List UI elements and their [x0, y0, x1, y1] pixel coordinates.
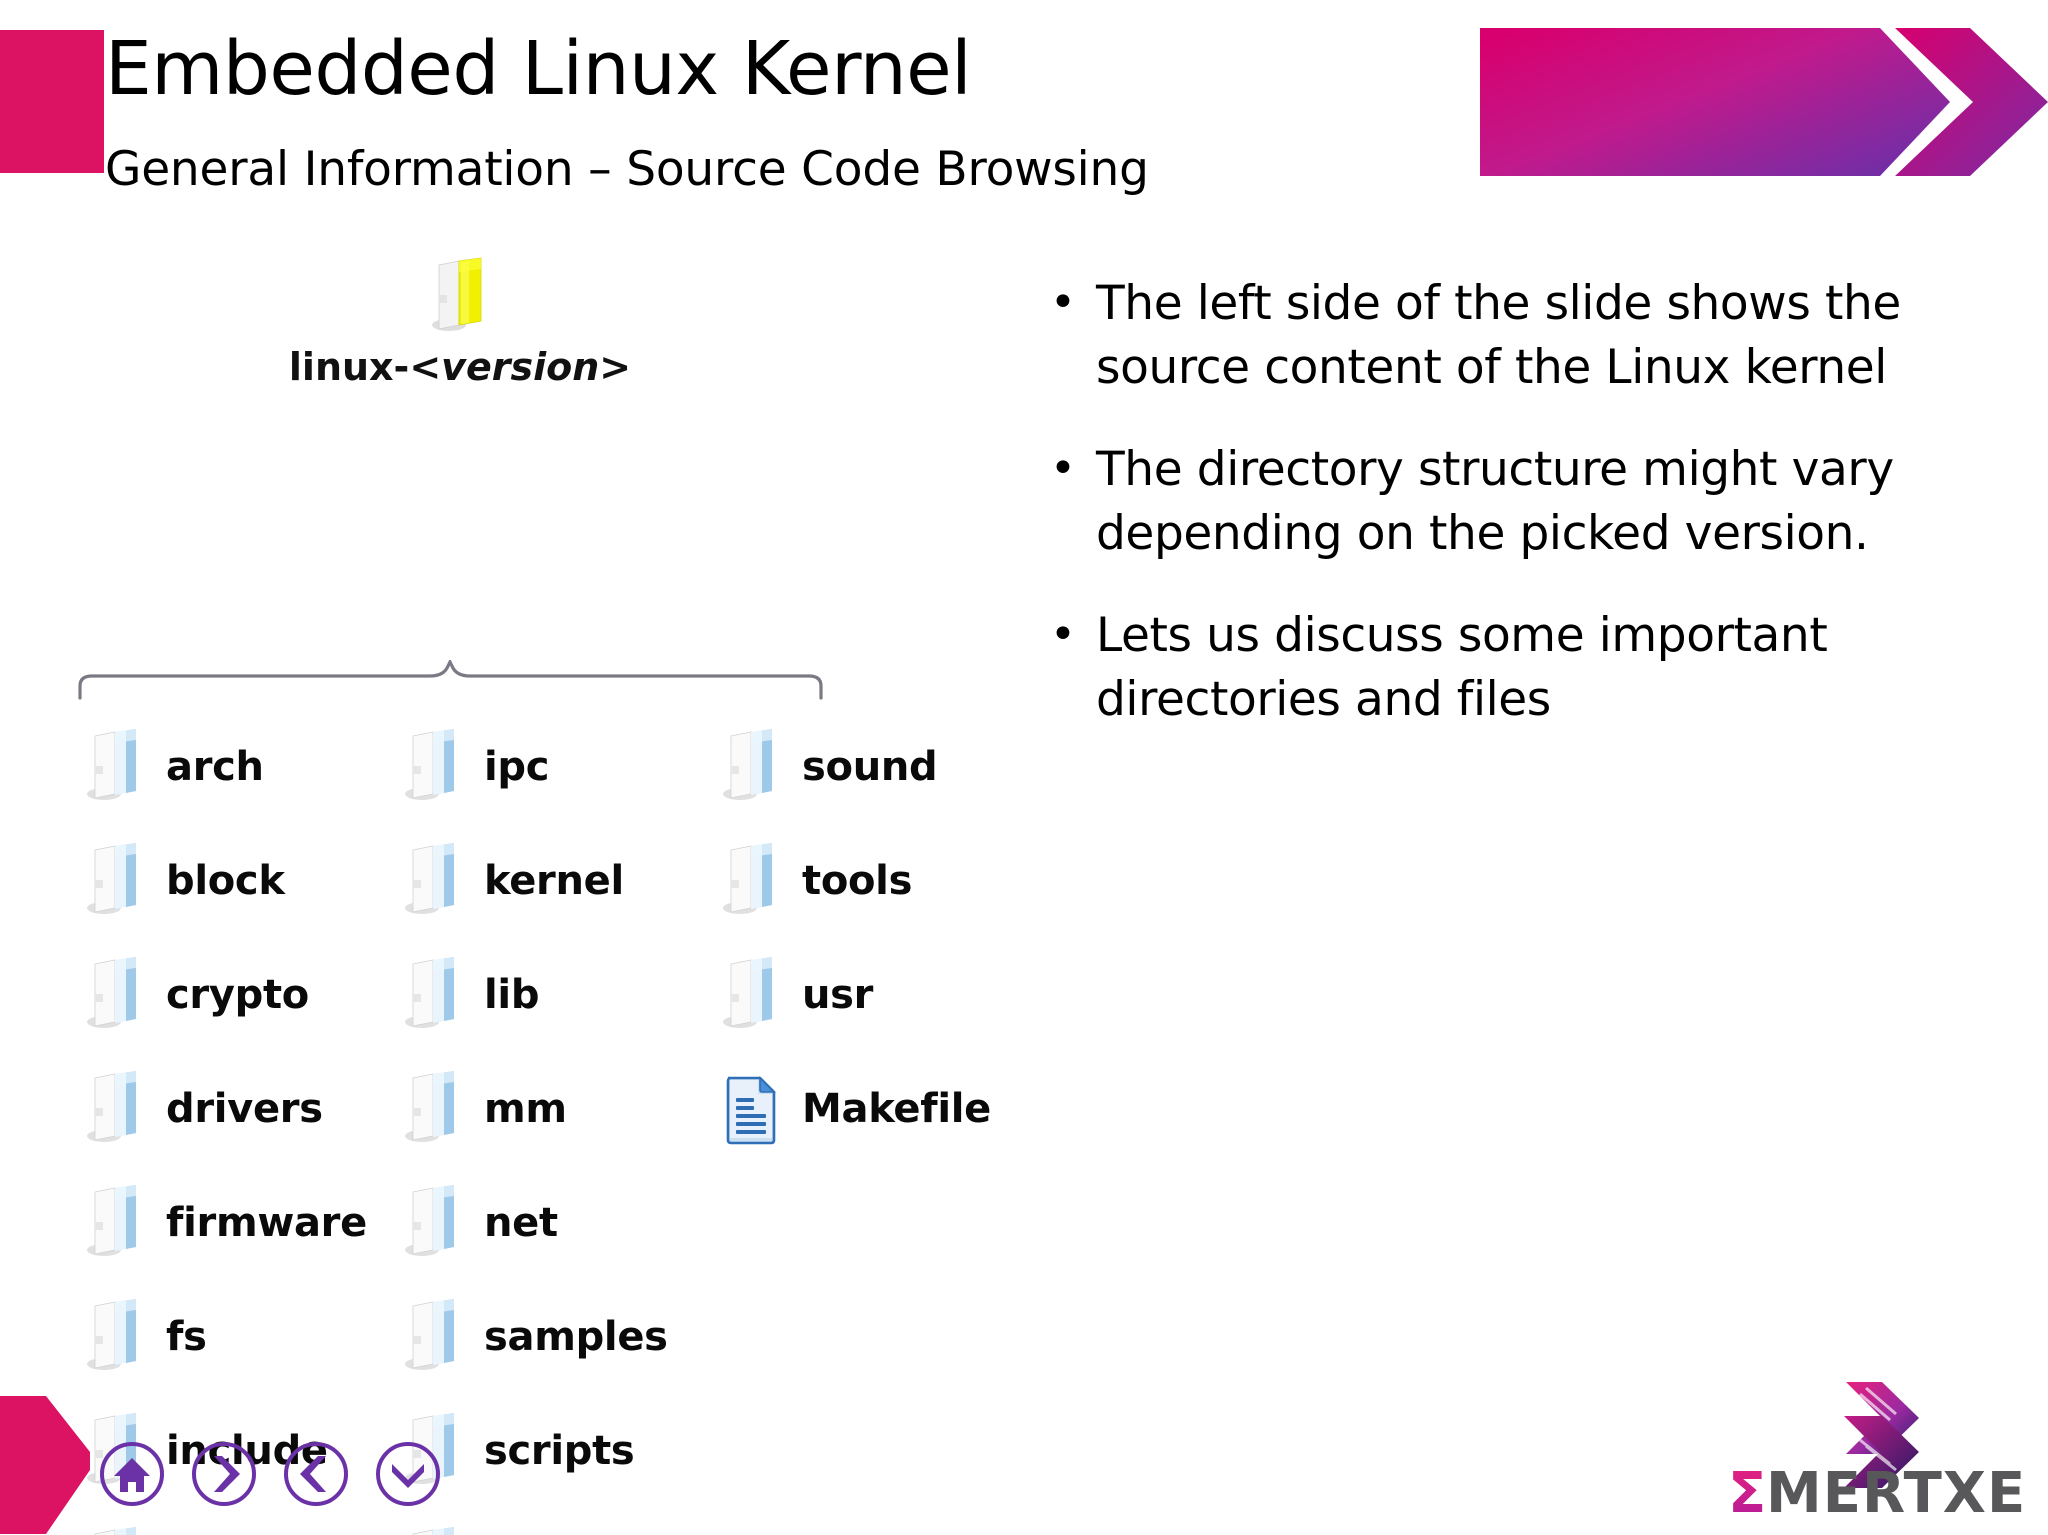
tree-item-label: crypto: [166, 972, 309, 1018]
tree-item-label: kernel: [484, 858, 624, 904]
tree-item[interactable]: mm: [400, 1052, 668, 1166]
folder-blue-icon: [400, 956, 468, 1034]
tree-item[interactable]: sound: [718, 710, 991, 824]
folder-blue-icon: [82, 1298, 150, 1376]
home-icon[interactable]: [98, 1440, 166, 1508]
tree-item-label: arch: [166, 744, 264, 790]
folder-blue-icon: [82, 728, 150, 806]
folder-blue-icon: [718, 842, 786, 920]
tree-item-label: Makefile: [802, 1086, 992, 1132]
tree-item[interactable]: lib: [400, 938, 668, 1052]
logo-wordmark: MERTXE: [1766, 1461, 2026, 1526]
bullet-text: The left side of the slide shows the sou…: [1096, 276, 1901, 395]
tree-item-label: fs: [166, 1314, 207, 1360]
page-title: Embedded Linux Kernel: [105, 26, 972, 112]
tree-item[interactable]: firmware: [82, 1166, 367, 1280]
folder-blue-icon: [82, 1070, 150, 1148]
folder-blue-icon: [400, 842, 468, 920]
header-banner: [1480, 28, 2048, 176]
tree-root-node: linux-<version>: [280, 255, 640, 389]
bullet-text: The directory structure might vary depen…: [1096, 442, 1894, 561]
folder-blue-icon: [82, 956, 150, 1034]
tree-item[interactable]: block: [82, 824, 367, 938]
bullet-dot-icon: •: [1050, 443, 1076, 494]
bullet-item: • The left side of the slide shows the so…: [1040, 272, 2000, 400]
logo-sigma: Σ: [1728, 1461, 1766, 1526]
title-accent-bar: [0, 30, 104, 173]
chevron-left-icon[interactable]: [282, 1440, 350, 1508]
tree-item-label: lib: [484, 972, 540, 1018]
bullet-dot-icon: •: [1050, 609, 1076, 660]
tree-item-label: scripts: [484, 1428, 635, 1474]
folder-blue-icon: [82, 1184, 150, 1262]
tree-item[interactable]: crypto: [82, 938, 367, 1052]
tree-item-label: usr: [802, 972, 874, 1018]
tree-item-label: sound: [802, 744, 938, 790]
tree-item-label: firmware: [166, 1200, 367, 1246]
tree-item-label: drivers: [166, 1086, 323, 1132]
bullet-item: • The directory structure might vary depe…: [1040, 438, 2000, 566]
folder-blue-icon: [400, 1526, 468, 1535]
document-icon: [718, 1070, 786, 1148]
folder-blue-icon: [718, 728, 786, 806]
tree-item[interactable]: samples: [400, 1280, 668, 1394]
emertxe-logo: Σ MERTXE: [1714, 1380, 2044, 1530]
kernel-source-tree: linux-<version> arch block: [0, 255, 1010, 1535]
tree-item-label: samples: [484, 1314, 668, 1360]
tree-brace: [78, 658, 823, 700]
tree-item[interactable]: include: [82, 1394, 367, 1508]
tree-item-label: ipc: [484, 744, 550, 790]
folder-blue-icon: [718, 956, 786, 1034]
tree-item[interactable]: fs: [82, 1280, 367, 1394]
chevron-right-icon[interactable]: [190, 1440, 258, 1508]
folder-blue-icon: [82, 1412, 150, 1490]
folder-blue-icon: [400, 728, 468, 806]
folder-yellow-icon: [432, 257, 482, 331]
tree-column-2: ipc kernel lib mm net: [400, 710, 668, 1535]
folder-blue-icon: [82, 842, 150, 920]
tree-item-label: mm: [484, 1086, 567, 1132]
chevron-down-icon[interactable]: [374, 1440, 442, 1508]
bullet-list: • The left side of the slide shows the so…: [1040, 272, 2000, 770]
tree-column-1: arch block crypto drivers firmwa: [82, 710, 367, 1535]
tree-item-label: tools: [802, 858, 913, 904]
folder-blue-icon: [400, 1184, 468, 1262]
tree-item[interactable]: Makefile: [718, 1052, 991, 1166]
page-subtitle: General Information – Source Code Browsi…: [105, 142, 1149, 197]
footer-nav: [98, 1440, 442, 1508]
tree-item[interactable]: kernel: [400, 824, 668, 938]
tree-item[interactable]: init: [82, 1508, 367, 1535]
tree-item[interactable]: security: [400, 1508, 668, 1535]
tree-item-label: block: [166, 858, 285, 904]
tree-root-label: linux-<version>: [288, 345, 632, 389]
footer-pentagon: [0, 1396, 98, 1534]
tree-item[interactable]: tools: [718, 824, 991, 938]
tree-item[interactable]: drivers: [82, 1052, 367, 1166]
tree-item-label: net: [484, 1200, 558, 1246]
tree-item[interactable]: net: [400, 1166, 668, 1280]
bullet-text: Lets us discuss some important directori…: [1096, 608, 1828, 727]
folder-blue-icon: [400, 1070, 468, 1148]
bullet-dot-icon: •: [1050, 277, 1076, 328]
tree-item[interactable]: ipc: [400, 710, 668, 824]
tree-column-3: sound tools usr Makefile: [718, 710, 991, 1166]
folder-blue-icon: [82, 1526, 150, 1535]
tree-item[interactable]: arch: [82, 710, 367, 824]
tree-item[interactable]: usr: [718, 938, 991, 1052]
folder-blue-icon: [400, 1298, 468, 1376]
bullet-item: • Lets us discuss some important director…: [1040, 604, 2000, 732]
